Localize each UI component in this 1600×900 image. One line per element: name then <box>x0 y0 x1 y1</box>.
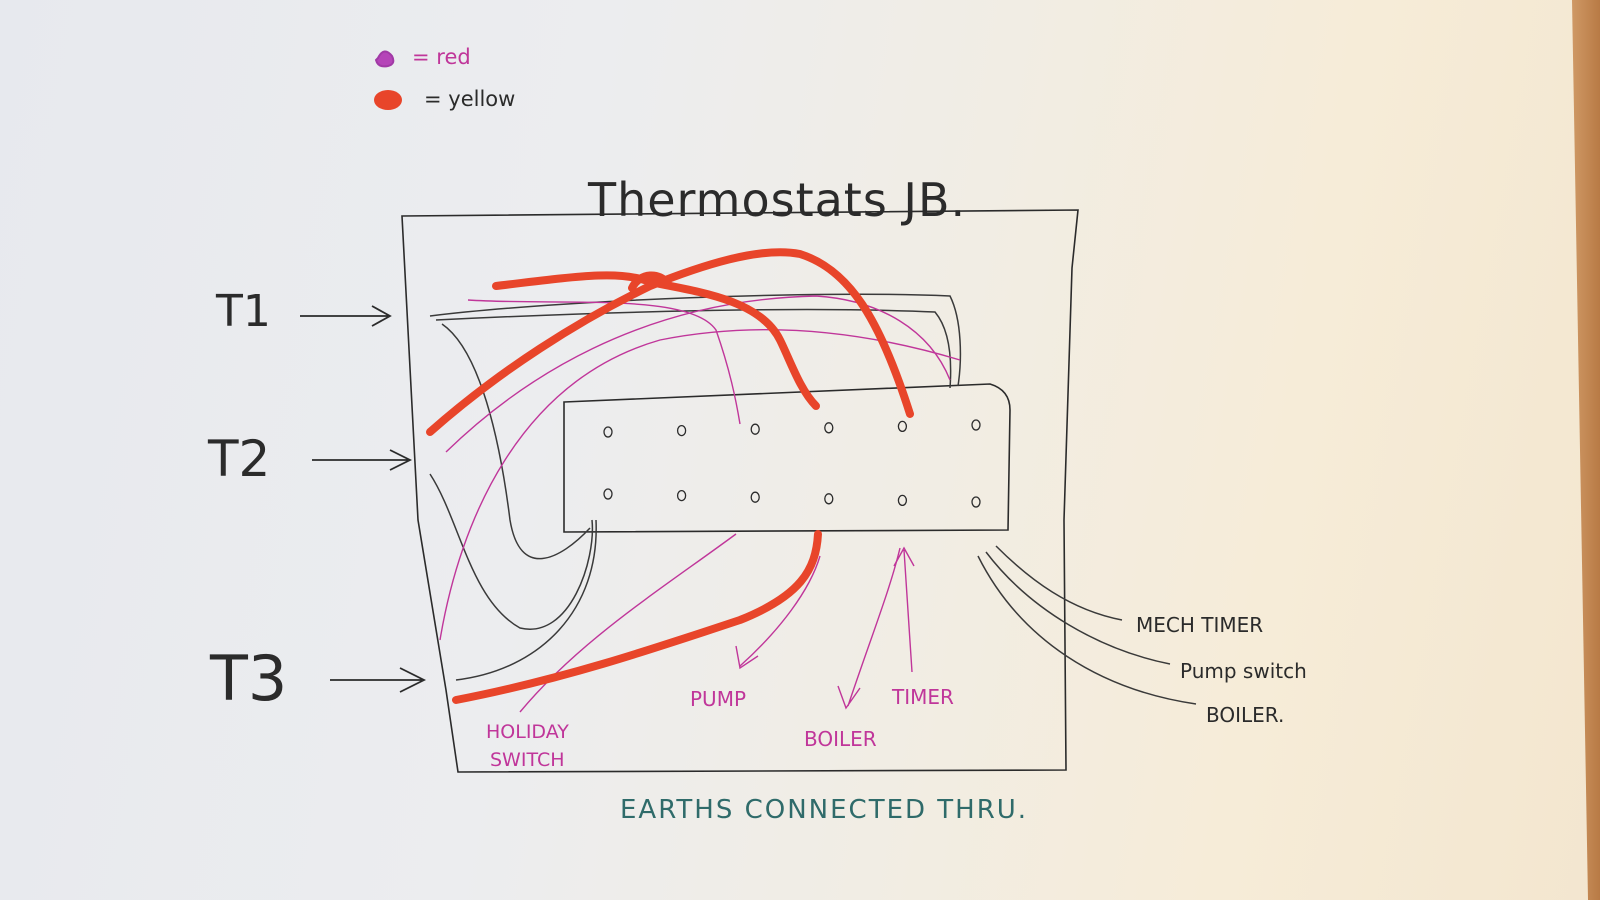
magenta-wires <box>439 295 961 713</box>
legend-magenta-label: = red <box>412 45 471 69</box>
terminal-block <box>563 383 1011 533</box>
terminal-t2-label: T2 <box>207 430 270 488</box>
holiday-switch-label-line2: SWITCH <box>490 749 565 771</box>
boiler-bottom-label: BOILER <box>804 727 877 751</box>
orange-wires <box>426 248 914 704</box>
magenta-wire <box>519 533 737 713</box>
terminal-hole <box>750 423 760 435</box>
arrow-t1 <box>300 305 392 327</box>
terminal-hole <box>897 420 908 433</box>
legend-orange-swatch <box>374 90 402 110</box>
legend-magenta-swatch <box>374 50 395 68</box>
terminal-block-outline <box>563 383 1011 533</box>
terminal-hole <box>750 491 760 503</box>
junction-box-outline <box>401 209 1079 773</box>
boiler-right-label: BOILER. <box>1206 703 1284 727</box>
terminal-hole <box>676 489 687 502</box>
magenta-wire <box>837 547 901 710</box>
arrow-t3 <box>330 667 427 693</box>
black-wires <box>429 293 1197 705</box>
black-wire <box>455 519 597 681</box>
black-wire <box>429 473 594 630</box>
pump-label: PUMP <box>690 687 746 711</box>
terminal-t2: T2 <box>207 430 413 488</box>
terminal-hole <box>971 419 981 431</box>
orange-wire <box>628 271 672 292</box>
black-wire <box>429 293 962 387</box>
terminal-t3-label: T3 <box>209 642 287 715</box>
magenta-wire <box>893 546 915 673</box>
terminal-hole <box>897 494 908 507</box>
terminal-hole <box>603 426 613 438</box>
magenta-wire <box>445 295 951 453</box>
orange-wire <box>452 530 822 704</box>
black-wire <box>985 551 1171 665</box>
pump-switch-label: Pump switch <box>1180 659 1307 683</box>
arrow-t2 <box>312 449 413 471</box>
black-wire <box>435 308 952 389</box>
orange-wire <box>492 271 820 410</box>
timer-label: TIMER <box>891 685 954 709</box>
legend-orange-label: = yellow <box>424 87 515 111</box>
orange-wire <box>426 248 914 436</box>
legend: = red = yellow <box>374 45 515 111</box>
black-wire <box>441 323 591 560</box>
terminal-hole <box>676 424 687 437</box>
right-labels: MECH TIMER Pump switch BOILER. <box>1136 613 1307 727</box>
terminal-t1-label: T1 <box>215 286 271 337</box>
terminal-holes <box>603 419 981 508</box>
black-wire <box>977 555 1197 705</box>
box-title: Thermostats JB. <box>587 173 966 227</box>
terminal-hole <box>824 493 834 505</box>
terminal-hole <box>603 488 613 500</box>
bottom-labels: HOLIDAY SWITCH PUMP BOILER TIMER <box>486 685 954 771</box>
footer-note: EARTHS CONNECTED THRU. <box>620 795 1028 825</box>
magenta-wire <box>439 328 961 641</box>
mech-timer-label: MECH TIMER <box>1136 613 1263 637</box>
black-wire <box>995 545 1123 621</box>
terminal-hole <box>824 422 834 434</box>
terminal-hole <box>971 496 981 508</box>
terminal-t3: T3 <box>209 642 427 715</box>
magenta-wire <box>735 555 821 670</box>
magenta-wire <box>467 299 741 425</box>
holiday-switch-label-line1: HOLIDAY <box>486 721 569 743</box>
terminal-t1: T1 <box>215 286 392 337</box>
